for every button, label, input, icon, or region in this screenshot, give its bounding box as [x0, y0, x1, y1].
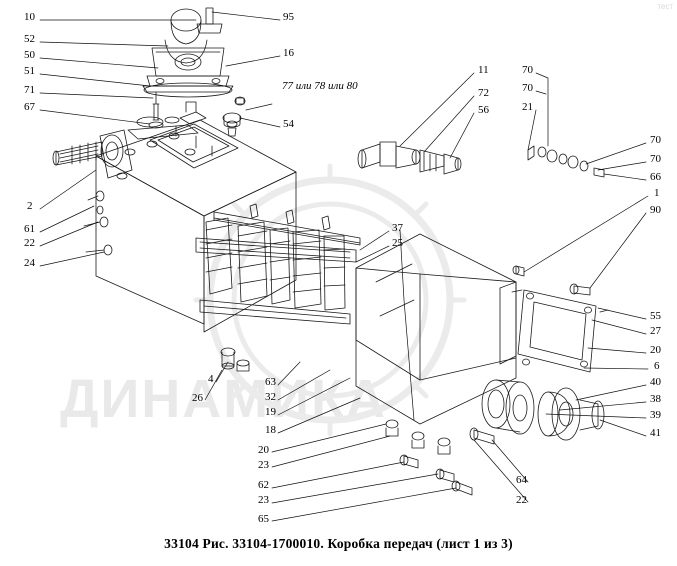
- callout-10: 10: [24, 11, 35, 23]
- callout-66: 66: [650, 171, 661, 183]
- callout-90: 90: [650, 204, 661, 216]
- callout-64: 64: [516, 474, 527, 486]
- callout-41: 41: [650, 427, 661, 439]
- callout-25: 25: [392, 237, 403, 249]
- callout-51: 51: [24, 65, 35, 77]
- callout-71: 71: [24, 84, 35, 96]
- callout-21: 21: [522, 101, 533, 113]
- callout-23-b: 23: [258, 494, 269, 506]
- figure-caption: 33104 Рис. 33104-1700010. Коробка переда…: [164, 536, 513, 551]
- callout-32: 32: [265, 391, 276, 403]
- callout-65: 65: [258, 513, 269, 525]
- callout-24: 24: [24, 257, 35, 269]
- callout-70-a: 70: [522, 64, 533, 76]
- callout-18: 18: [265, 424, 276, 436]
- callout-70-c: 70: [650, 134, 661, 146]
- callout-22-left: 22: [24, 237, 35, 249]
- callout-20-right: 20: [650, 344, 661, 356]
- callout-38: 38: [650, 393, 661, 405]
- callout-40: 40: [650, 376, 661, 388]
- callout-22-bottom: 22: [516, 494, 527, 506]
- callout-6: 6: [654, 360, 660, 372]
- callout-26: 26: [192, 392, 203, 404]
- corner-mark: тест: [657, 2, 673, 11]
- callout-55: 55: [650, 310, 661, 322]
- callout-11: 11: [478, 64, 489, 76]
- callout-27: 27: [650, 325, 661, 337]
- callout-2: 2: [27, 200, 33, 212]
- callout-variant-note: 77 или 78 или 80: [282, 80, 358, 92]
- callout-63: 63: [265, 376, 276, 388]
- callout-70-d: 70: [650, 153, 661, 165]
- callout-16: 16: [283, 47, 294, 59]
- callout-50: 50: [24, 49, 35, 61]
- callout-4: 4: [208, 373, 214, 385]
- callout-54: 54: [283, 118, 294, 130]
- callout-67: 67: [24, 101, 35, 113]
- callout-52: 52: [24, 33, 35, 45]
- callout-56: 56: [478, 104, 489, 116]
- callout-23-a: 23: [258, 459, 269, 471]
- callout-20-bottom: 20: [258, 444, 269, 456]
- callout-95: 95: [283, 11, 294, 23]
- callout-62: 62: [258, 479, 269, 491]
- callout-70-b: 70: [522, 82, 533, 94]
- callout-37: 37: [392, 222, 403, 234]
- callout-72: 72: [478, 87, 489, 99]
- callout-19: 19: [265, 406, 276, 418]
- callout-39: 39: [650, 409, 661, 421]
- callout-1: 1: [654, 187, 660, 199]
- callout-61: 61: [24, 223, 35, 235]
